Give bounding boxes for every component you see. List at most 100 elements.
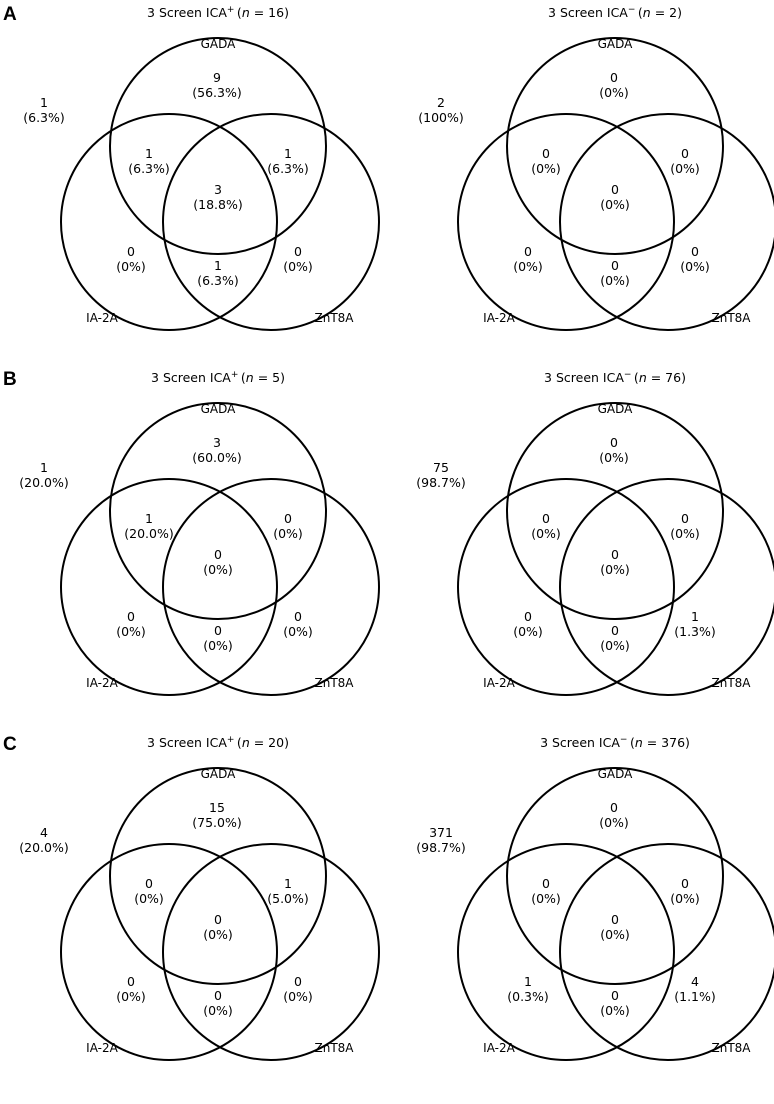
region-percent: (0%) — [600, 927, 630, 942]
region-ia2a-znt8a: 0(0%) — [203, 988, 233, 1018]
set-label-znt8a: ZnT8A — [712, 1041, 752, 1055]
region-count: 1 — [284, 146, 292, 161]
region-percent: (0%) — [283, 259, 313, 274]
panel-label: B — [3, 369, 17, 390]
region-count: 0 — [542, 146, 550, 161]
region-count: 15 — [209, 800, 225, 815]
circle-gada — [506, 767, 724, 985]
region-percent: (0%) — [531, 161, 561, 176]
set-label-gada: GADA — [201, 37, 237, 51]
set-label-ia-2a: IA-2A — [483, 676, 515, 690]
region-gada-only: 15(75.0%) — [192, 800, 241, 830]
region-count: 0 — [611, 547, 619, 562]
region-count: 1 — [214, 258, 222, 273]
region-percent: (18.8%) — [193, 197, 242, 212]
circle-znt8a — [162, 843, 380, 1061]
region-percent: (0%) — [600, 562, 630, 577]
circle-ia-2a — [457, 478, 675, 696]
region-count: 0 — [294, 974, 302, 989]
region-count: 0 — [611, 912, 619, 927]
region-all-three: 0(0%) — [600, 182, 630, 212]
region-percent: (20.0%) — [19, 840, 68, 855]
region-all-three: 0(0%) — [203, 912, 233, 942]
region-percent: (0%) — [283, 624, 313, 639]
region-gada-znt8a: 1(6.3%) — [267, 146, 309, 176]
circle-znt8a — [162, 478, 380, 696]
region-count: 0 — [611, 258, 619, 273]
region-znt8a-only: 0(0%) — [283, 609, 313, 639]
region-ia2a-znt8a: 0(0%) — [600, 988, 630, 1018]
set-label-ia-2a: IA-2A — [483, 311, 515, 325]
circle-znt8a — [162, 113, 380, 331]
region-ia2a-znt8a: 0(0%) — [600, 623, 630, 653]
region-percent: (60.0%) — [192, 450, 241, 465]
diagram-title: 3 Screen ICA− (n = 76) — [544, 370, 686, 385]
region-gada-znt8a: 0(0%) — [670, 876, 700, 906]
region-count: 0 — [214, 912, 222, 927]
diagram-title: 3 Screen ICA+ (n = 16) — [147, 5, 289, 20]
set-label-gada: GADA — [598, 767, 634, 781]
region-count: 0 — [294, 609, 302, 624]
circle-znt8a — [559, 843, 774, 1061]
region-count: 0 — [681, 511, 689, 526]
region-count: 0 — [610, 70, 618, 85]
diagram-title: 3 Screen ICA− (n = 2) — [548, 5, 682, 20]
region-gada-znt8a: 0(0%) — [670, 511, 700, 541]
region-count: 0 — [284, 511, 292, 526]
region-percent: (0.3%) — [507, 989, 549, 1004]
region-percent: (5.0%) — [267, 891, 309, 906]
region-count: 0 — [294, 244, 302, 259]
region-outside: 75(98.7%) — [416, 460, 465, 490]
circle-znt8a — [559, 478, 774, 696]
region-percent: (6.3%) — [128, 161, 170, 176]
region-znt8a-only: 0(0%) — [283, 244, 313, 274]
region-count: 1 — [145, 511, 153, 526]
region-all-three: 3(18.8%) — [193, 182, 242, 212]
region-gada-ia2a: 0(0%) — [134, 876, 164, 906]
region-percent: (0%) — [116, 989, 146, 1004]
region-percent: (0%) — [513, 259, 543, 274]
region-count: 0 — [611, 988, 619, 1003]
region-outside: 2(100%) — [418, 95, 464, 125]
region-count: 1 — [524, 974, 532, 989]
region-ia2a-only: 0(0%) — [116, 244, 146, 274]
region-znt8a-only: 0(0%) — [680, 244, 710, 274]
circle-gada — [506, 37, 724, 255]
region-percent: (6.3%) — [23, 110, 65, 125]
region-gada-ia2a: 0(0%) — [531, 876, 561, 906]
region-count: 3 — [214, 182, 222, 197]
set-label-gada: GADA — [201, 402, 237, 416]
region-percent: (0%) — [116, 624, 146, 639]
region-ia2a-only: 0(0%) — [116, 974, 146, 1004]
region-percent: (0%) — [273, 526, 303, 541]
region-percent: (0%) — [670, 161, 700, 176]
region-count: 0 — [542, 876, 550, 891]
region-gada-znt8a: 1(5.0%) — [267, 876, 309, 906]
region-znt8a-only: 1(1.3%) — [674, 609, 716, 639]
region-percent: (0%) — [600, 197, 630, 212]
region-count: 2 — [437, 95, 445, 110]
region-percent: (0%) — [203, 927, 233, 942]
region-ia2a-znt8a: 0(0%) — [600, 258, 630, 288]
region-percent: (0%) — [203, 638, 233, 653]
region-count: 0 — [542, 511, 550, 526]
circle-ia-2a — [60, 478, 278, 696]
region-count: 0 — [681, 146, 689, 161]
region-count: 0 — [611, 182, 619, 197]
set-label-znt8a: ZnT8A — [315, 1041, 355, 1055]
region-ia2a-only: 0(0%) — [513, 244, 543, 274]
region-gada-ia2a: 1(20.0%) — [124, 511, 173, 541]
circle-gada — [506, 402, 724, 620]
region-count: 1 — [145, 146, 153, 161]
circle-ia-2a — [457, 843, 675, 1061]
region-percent: (56.3%) — [192, 85, 241, 100]
region-percent: (1.1%) — [674, 989, 716, 1004]
region-all-three: 0(0%) — [600, 912, 630, 942]
